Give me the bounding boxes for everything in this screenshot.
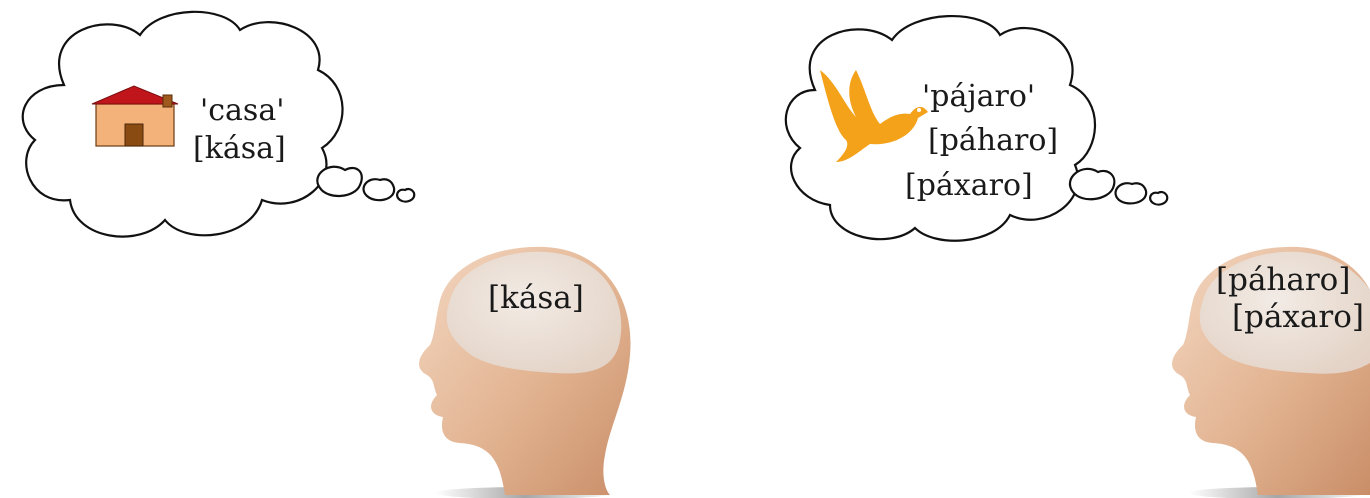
thought-meaning-pajaro: 'pájaro' — [922, 79, 1035, 114]
thought-pronunciation-pajaro-1: [páharo] — [928, 123, 1058, 158]
thought-pronunciation-casa: [kása] — [193, 131, 286, 166]
thought-cloud-pajaro — [784, 15, 1169, 242]
house-icon — [91, 85, 179, 147]
thought-cloud-casa — [21, 10, 416, 238]
head-pronunciation-casa: [kása] — [488, 280, 584, 316]
head-pronunciation-pajaro-2: [páxaro] — [1232, 299, 1364, 335]
brain-area — [446, 251, 622, 374]
bird-icon — [820, 70, 928, 162]
head-pajaro — [1172, 246, 1370, 498]
head-casa — [419, 246, 631, 498]
thought-pronunciation-pajaro-2: [páxaro] — [905, 168, 1033, 203]
brain-area — [1199, 251, 1370, 374]
head-pronunciation-pajaro-1: [páharo] — [1216, 262, 1350, 298]
thought-meaning-casa: 'casa' — [200, 93, 284, 128]
